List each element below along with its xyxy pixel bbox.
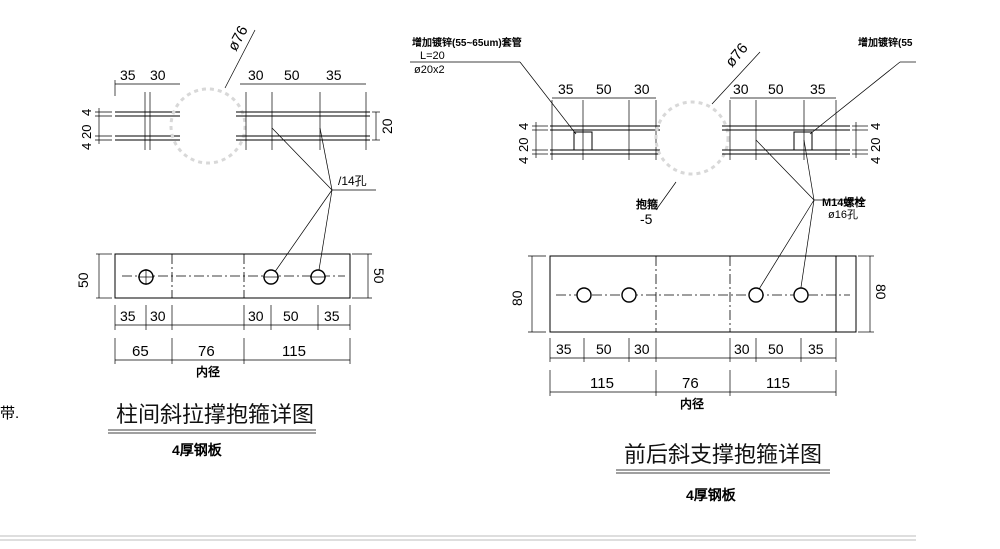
sleeve-note-1: 增加镀锌(55~65um)套管 [412, 36, 522, 49]
left-bottom-dim-4: 50 [283, 308, 299, 324]
right-top-dim-5: 50 [768, 81, 784, 97]
sleeve-note-3: ø20x2 [414, 64, 445, 76]
left-sleeve [573, 131, 593, 151]
right-bottom-dim-5: 50 [768, 341, 784, 357]
sleeve-note-right: 增加镀锌(55 [858, 36, 913, 49]
left-title: 柱间斜拉撑抱箍详图 [116, 403, 314, 428]
right-left-vert-dim-1: 4 [516, 157, 531, 164]
right-title: 前后斜支撑抱箍详图 [624, 443, 822, 468]
left-right-vert-dim: 20 [379, 118, 395, 134]
left-bottom-dim-1: 35 [120, 308, 136, 324]
left-top-dim-5: 35 [326, 67, 342, 83]
right-sleeve [793, 131, 813, 151]
pipe-circle [654, 100, 730, 176]
left-bottom-dim-2: 30 [150, 308, 166, 324]
left-bottom-dim-3: 30 [248, 308, 264, 324]
right-left-vert-dim-2: 20 [516, 138, 531, 152]
right-right-vert-dim-1: 4 [868, 157, 883, 164]
gasket-label: 抱箍 [636, 197, 658, 211]
right-detail: 增加镀锌(55~65um)套管 L=20 ø20x2 增加镀锌(55 ø76 3… [410, 36, 916, 503]
left-hole-note: /14孔 [338, 174, 367, 188]
right-bottom-dim-6: 35 [808, 341, 824, 357]
left-subtitle: 4厚钢板 [172, 442, 223, 458]
left-elevation-view [96, 253, 372, 364]
right-bottom-dim-2: 50 [596, 341, 612, 357]
right-top-dim-1: 35 [558, 81, 574, 97]
right-bottom-dim-115a: 115 [590, 375, 614, 392]
right-bolt-hole [576, 287, 592, 303]
left-diameter-label: ø76 [225, 23, 252, 54]
right-bottom-dim-76: 76 [682, 375, 699, 392]
right-bottom-dim-4: 30 [734, 341, 750, 357]
left-bottom-dim-76: 76 [198, 343, 215, 360]
right-inner-label: 内径 [680, 396, 704, 411]
right-bolt-hole [748, 287, 764, 303]
left-top-dim-4: 50 [284, 67, 300, 83]
right-right-vert-dim-3: 4 [868, 123, 883, 130]
left-plate-height-left: 50 [75, 272, 91, 288]
left-bottom-dim-5: 35 [324, 308, 340, 324]
right-top-dim-2: 50 [596, 81, 612, 97]
sleeve-note-2: L=20 [420, 50, 445, 62]
right-bottom-dim-115b: 115 [766, 375, 790, 392]
gasket-value: -5 [640, 211, 653, 227]
right-top-dim-4: 30 [733, 81, 749, 97]
left-inner-label: 内径 [196, 364, 220, 379]
right-elevation-view [528, 255, 874, 396]
left-vert-dim-3: 4 [79, 109, 94, 116]
left-detail: ø76 35 30 30 50 35 4 20 4 20 /14孔 [0, 23, 395, 458]
right-left-vert-dim-3: 4 [516, 123, 531, 130]
left-top-dim-2: 30 [150, 67, 166, 83]
left-vert-dim-1: 4 [79, 143, 94, 150]
right-bottom-dim-3: 30 [634, 341, 650, 357]
right-top-dim-6: 35 [810, 81, 826, 97]
left-vert-dim-2: 20 [79, 125, 94, 139]
right-right-vert-dim-2: 20 [868, 138, 883, 152]
right-top-dim-3: 30 [634, 81, 650, 97]
pipe-circle [169, 87, 247, 165]
right-plan-view [410, 51, 916, 295]
right-subtitle: 4厚钢板 [686, 487, 737, 503]
right-plate-height-right: 80 [873, 284, 889, 300]
left-top-dim-3: 30 [248, 67, 264, 83]
bolt-note-2: ø16孔 [828, 208, 858, 221]
edge-fragment: 带. [0, 405, 19, 422]
right-bottom-dim-1: 35 [556, 341, 572, 357]
left-bottom-dim-115: 115 [282, 343, 306, 360]
right-bolt-hole [621, 287, 637, 303]
right-plate-height-left: 80 [509, 290, 525, 306]
left-plate-height-right: 50 [371, 268, 387, 284]
left-bottom-dim-65: 65 [132, 343, 149, 360]
right-bolt-hole [793, 287, 809, 303]
left-plan-view [95, 29, 380, 277]
left-top-dim-1: 35 [120, 67, 136, 83]
bolt-note-1: M14螺栓 [822, 195, 865, 209]
